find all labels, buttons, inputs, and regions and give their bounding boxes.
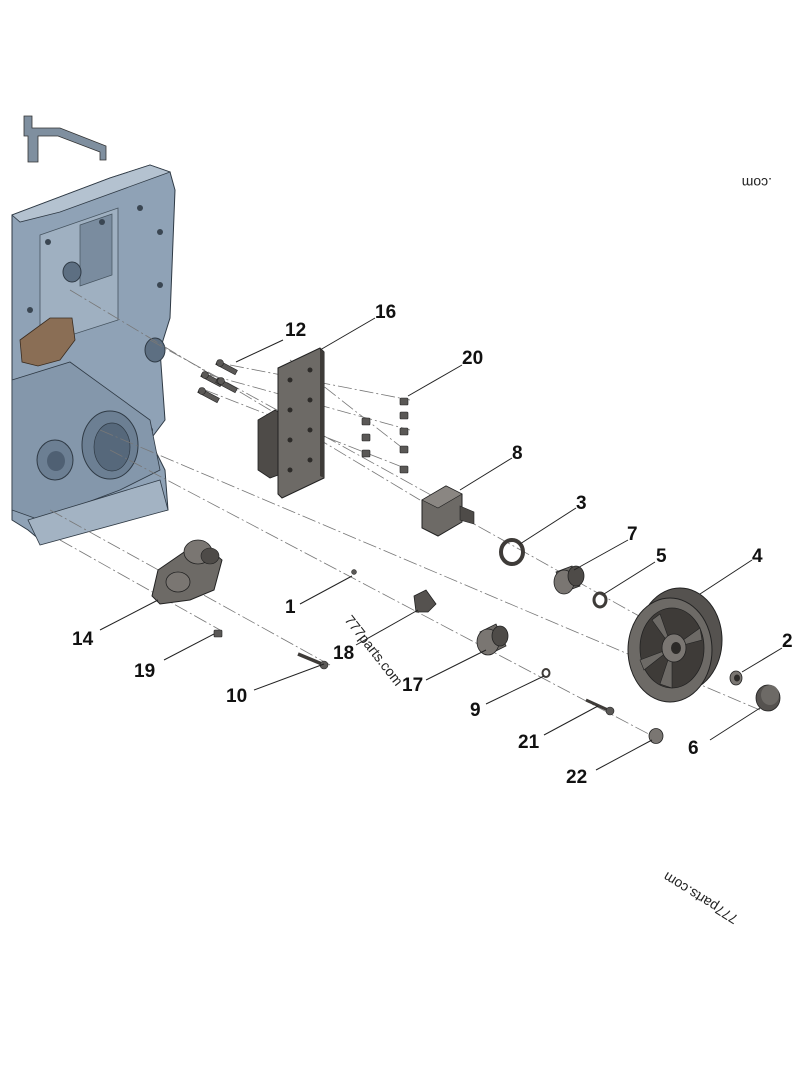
leader-lines bbox=[99, 317, 783, 771]
callout-1: 1 bbox=[285, 597, 296, 618]
callout-18: 18 bbox=[333, 643, 354, 664]
gear-housing bbox=[11, 115, 176, 546]
seal-ring-3 bbox=[499, 538, 525, 566]
housing-base-foot bbox=[27, 479, 169, 546]
pulley-4 bbox=[627, 587, 723, 703]
housing-mid-port bbox=[144, 337, 166, 363]
callout-9: 9 bbox=[470, 700, 481, 721]
housing-top-face bbox=[11, 164, 172, 223]
callout-19: 19 bbox=[134, 661, 155, 682]
watermark-top-right: .com bbox=[742, 175, 772, 191]
callout-10: 10 bbox=[226, 686, 247, 707]
callout-7: 7 bbox=[627, 524, 638, 545]
housing-side-recess bbox=[79, 213, 113, 287]
bracket-18 bbox=[413, 589, 437, 613]
callout-20: 20 bbox=[462, 348, 483, 369]
callout-5: 5 bbox=[656, 546, 667, 567]
washer-9 bbox=[541, 668, 551, 678]
bolt-10 bbox=[297, 652, 329, 670]
bolt-set-20 bbox=[361, 397, 409, 474]
tensioner-bracket-14 bbox=[151, 539, 223, 605]
watermark-bottom-right: 777parts.com bbox=[660, 869, 740, 928]
housing-upper-port bbox=[62, 261, 82, 283]
shaft-hub-8 bbox=[421, 485, 475, 537]
bolt-21 bbox=[585, 698, 615, 716]
callout-2: 2 bbox=[782, 631, 793, 652]
housing-top-bracket bbox=[23, 115, 107, 163]
callout-8: 8 bbox=[512, 443, 523, 464]
pin-1 bbox=[351, 569, 357, 575]
bolt-19 bbox=[213, 629, 223, 638]
callout-12: 12 bbox=[285, 320, 306, 341]
callout-6: 6 bbox=[688, 738, 699, 759]
spacer-7 bbox=[553, 565, 585, 595]
callout-16: 16 bbox=[375, 302, 396, 323]
callout-3: 3 bbox=[576, 493, 587, 514]
callout-4: 4 bbox=[752, 546, 763, 567]
housing-lower-port-inner bbox=[47, 451, 65, 471]
callout-14: 14 bbox=[72, 629, 94, 650]
callout-labels: 12 16 20 8 3 7 5 4 2 6 1 18 17 9 21 22 1… bbox=[72, 302, 793, 788]
callout-17: 17 bbox=[402, 675, 423, 696]
idler-17 bbox=[476, 623, 509, 656]
callout-21: 21 bbox=[518, 732, 540, 753]
housing-brown-bracket bbox=[19, 317, 76, 367]
bushing-2 bbox=[729, 670, 743, 686]
mounting-plate-16 bbox=[257, 347, 325, 499]
cap-22 bbox=[648, 728, 664, 744]
housing-large-bore-inner bbox=[93, 422, 131, 472]
callout-22: 22 bbox=[566, 767, 587, 788]
washer-5 bbox=[592, 591, 608, 609]
bolt-set-12 bbox=[197, 359, 238, 404]
cap-6 bbox=[755, 684, 781, 712]
